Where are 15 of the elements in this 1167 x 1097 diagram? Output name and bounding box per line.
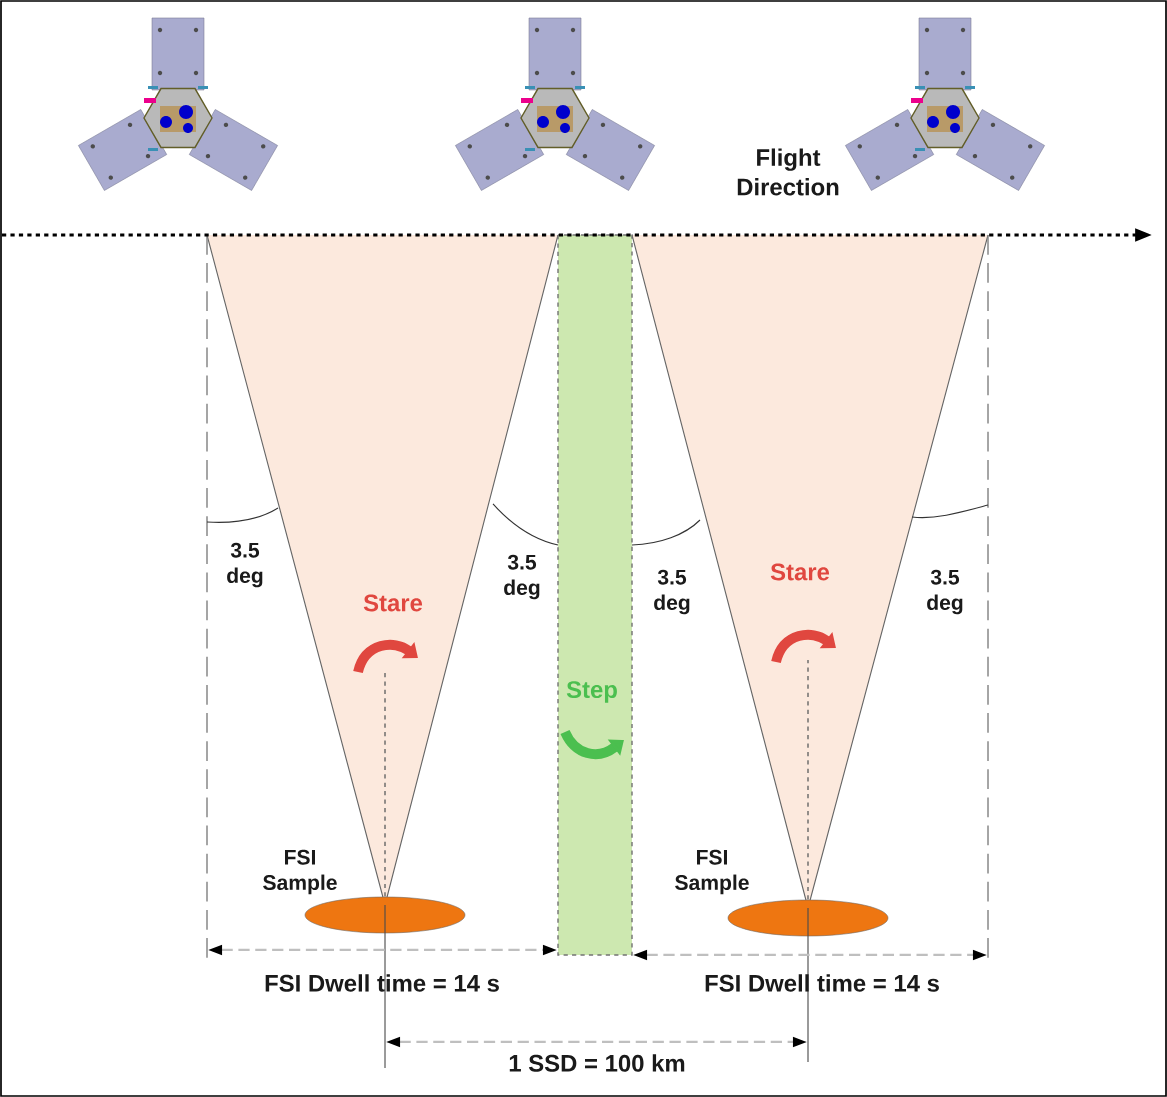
label: 3.5 deg <box>227 542 263 588</box>
label: 3.5 deg <box>504 554 540 600</box>
label: FSI Dwell time = 14 s <box>265 974 499 992</box>
sample-footprint <box>304 896 466 934</box>
sample-footprint <box>727 899 889 937</box>
label: Flight Direction <box>737 148 839 196</box>
label: Stare <box>770 563 830 581</box>
label: 3.5 deg <box>654 569 690 615</box>
label: 1 SSD = 100 km <box>509 1054 685 1072</box>
label: FSI Sample <box>675 849 749 895</box>
label: Step <box>566 681 617 703</box>
label: 3.5 deg <box>927 569 963 615</box>
label: Stare <box>363 594 423 612</box>
label: FSI Sample <box>263 849 337 895</box>
label: FSI Dwell time = 14 s <box>705 974 939 992</box>
